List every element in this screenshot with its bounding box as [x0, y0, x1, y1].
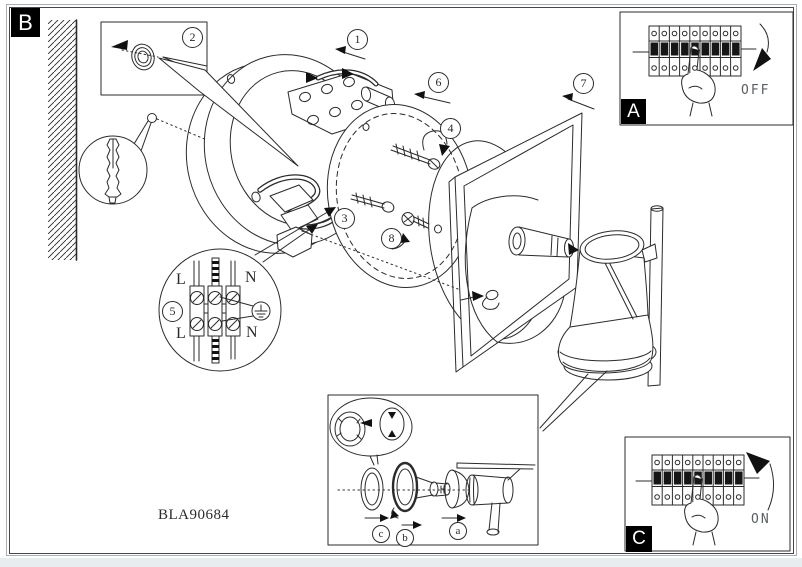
- callout-sub-a: a: [449, 522, 467, 540]
- trim-ring: [390, 461, 419, 519]
- callout-step-8: 8: [381, 228, 402, 249]
- lamp-parts-inset: [327, 394, 539, 546]
- callout-step-6: 6: [428, 72, 449, 93]
- breaker-on-inset-art: [624, 436, 791, 552]
- breaker-on-badge: C: [626, 526, 652, 552]
- washer-icon: [131, 43, 155, 71]
- callout-step-4: 4: [440, 118, 461, 139]
- callout-sub-c: c: [372, 525, 390, 543]
- mounting-screw-upper: [390, 143, 441, 170]
- wall-hatch: [48, 19, 78, 261]
- terminal-label-live-top: L: [176, 271, 186, 288]
- breaker-off-inset-art: [619, 11, 794, 126]
- step7-arrow: [562, 93, 595, 110]
- lamp-housing: [456, 462, 536, 536]
- callout-step-2: 2: [182, 27, 203, 48]
- step6-arrow: [414, 91, 451, 104]
- callout-sub-b: b: [396, 529, 414, 547]
- cable-gland: [269, 184, 319, 258]
- earth-symbol-icon: [251, 301, 271, 321]
- outer-frame: [6, 4, 797, 556]
- wall-anchor-detail: [78, 113, 157, 205]
- callout-step-3: 3: [334, 208, 355, 229]
- mounting-screw-lower: [350, 192, 395, 213]
- light-fixture: [539, 205, 664, 432]
- screwdriver: [158, 57, 299, 167]
- keyhole-slot: [482, 289, 500, 310]
- terminal-label-live-bottom: L: [176, 325, 186, 342]
- off-state-label: OFF: [741, 83, 771, 98]
- wall-plug-icon: [104, 138, 122, 204]
- callout-step-5: 5: [162, 301, 183, 322]
- arrow-left-icon: [111, 40, 128, 50]
- bezel-detail-balloon: [329, 397, 413, 466]
- step1-arrow: [335, 46, 366, 60]
- locking-screw-8: [401, 212, 430, 229]
- inner-frame: [9, 7, 794, 554]
- lens-glass: [360, 467, 384, 511]
- terminal-label-neutral-bottom: N: [246, 324, 258, 341]
- supply-wire: [306, 68, 379, 87]
- terminal-label-neutral-top: N: [245, 269, 257, 286]
- terminal-wiring-detail: [158, 248, 282, 372]
- breaker-off-badge: A: [621, 99, 646, 124]
- keyhole-arrow: [472, 291, 484, 301]
- on-state-label: ON: [751, 512, 771, 527]
- callout-step-1: 1: [347, 29, 368, 50]
- spigot-arm: [508, 226, 579, 258]
- section-badge: B: [11, 8, 40, 37]
- product-code: BLA90684: [158, 507, 230, 523]
- callout-step-7: 7: [573, 73, 594, 94]
- footer-strip: [0, 558, 802, 567]
